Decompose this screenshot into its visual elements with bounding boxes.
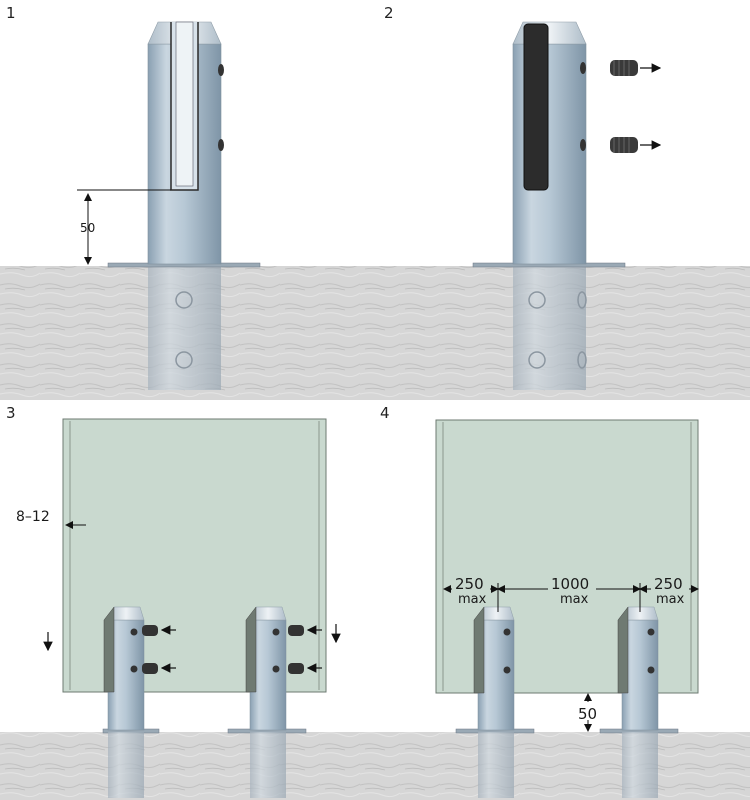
panel-3-grub-screw <box>142 625 176 636</box>
panel-3-grub-screw <box>288 625 322 636</box>
panel-1-screw-hole <box>218 64 224 76</box>
panel-3-post-right <box>227 606 307 798</box>
panel-4-floor-gap-label: 50 <box>578 705 597 723</box>
panel-4-spacing-unit: max <box>560 592 589 607</box>
panel-3-grub-screw <box>142 663 176 674</box>
panel-3-glass <box>62 418 327 693</box>
panel-4-left-overhang-value: 250 <box>455 575 484 593</box>
panel-2 <box>375 21 750 400</box>
panel-4-post-left <box>455 606 535 798</box>
step-1-number: 1 <box>6 4 16 22</box>
panel-2-screw-hole <box>580 62 586 74</box>
panel-4-ground <box>375 732 750 800</box>
panel-2-embedded-post <box>513 266 586 390</box>
panel-1-embedded-post <box>148 266 221 390</box>
panel-2-hole <box>528 291 546 309</box>
panel-1-hole <box>175 291 193 309</box>
panel-2-hole <box>577 291 587 309</box>
panel-4-post-right <box>599 606 679 798</box>
panel-4: 250 max 1000 max 250 max 50 <box>375 419 750 800</box>
panel-3-dimension-label: 8–12 <box>16 509 50 525</box>
panel-4-label-bg <box>651 576 689 590</box>
panel-1-hole <box>175 351 193 369</box>
panel-2-hole <box>528 351 546 369</box>
panel-2-screw-hole <box>580 139 586 151</box>
panel-3-ground <box>0 732 375 800</box>
panel-4-spacing-value: 1000 <box>551 575 589 593</box>
panel-2-rubber-gasket <box>523 23 549 191</box>
step-2-number: 2 <box>384 4 394 22</box>
panel-2-grub-screw <box>610 137 662 153</box>
panel-4-label-bg <box>452 576 490 590</box>
panel-3-grub-screw <box>288 663 322 674</box>
panel-1-slot-inner <box>175 21 194 187</box>
panel-1-screw-hole <box>218 139 224 151</box>
panel-1-dimension-label: 50 <box>80 221 95 235</box>
panel-4-left-overhang-unit: max <box>458 592 487 607</box>
step-4-number: 4 <box>380 404 390 422</box>
panel-4-right-overhang-value: 250 <box>654 575 683 593</box>
panel-4-right-overhang-unit: max <box>656 592 685 607</box>
panel-2-hole <box>577 351 587 369</box>
panel-2-grub-screw <box>610 60 662 76</box>
step-3-number: 3 <box>6 404 16 422</box>
panel-4-label-bg <box>548 576 596 590</box>
panel-1: 50 <box>0 21 375 400</box>
panel-3-post-left <box>102 606 160 798</box>
panel-3: 8–12 <box>0 418 375 800</box>
